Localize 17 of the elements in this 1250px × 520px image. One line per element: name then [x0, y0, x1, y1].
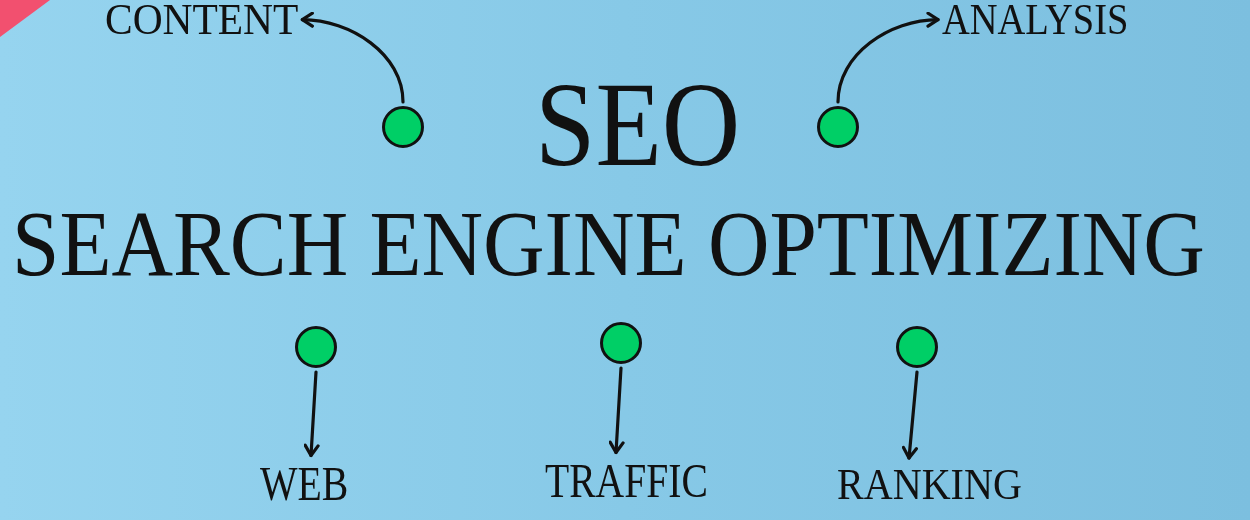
dot-node: [382, 106, 424, 148]
subtitle: SEARCH ENGINE OPTIMIZING: [12, 196, 1205, 291]
arrow: [608, 366, 625, 455]
keyword-label: TRAFFIC: [545, 456, 708, 505]
title: SEO: [535, 63, 741, 185]
keyword-label: RANKING: [837, 462, 1022, 508]
arrow: [901, 370, 919, 460]
dot-node: [600, 322, 642, 364]
dot-node: [896, 326, 938, 368]
dot-node: [817, 106, 859, 148]
arrow: [303, 370, 320, 458]
arrow: [836, 12, 940, 104]
keyword-label: WEB: [260, 459, 349, 508]
dot-node: [295, 326, 337, 368]
keyword-label: CONTENT: [105, 0, 299, 43]
keyword-label: ANALYSIS: [942, 0, 1129, 43]
arrow: [300, 12, 405, 104]
